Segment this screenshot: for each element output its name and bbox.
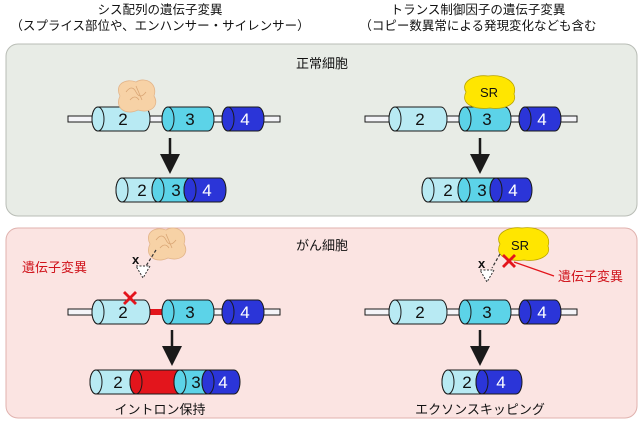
normal-cis-pre-mrna-exon-4-number: 4 [240, 110, 249, 129]
normal-cis-pre-mrna-exon-3-number: 3 [185, 110, 194, 129]
cancer-trans-pre-mrna-exon-2: 2 [388, 299, 448, 325]
normal-cis-mrna-exon-4: 4 [183, 177, 227, 203]
cancer-trans-mrna-exon-4-number: 4 [496, 373, 505, 392]
normal-cis-mrna-exon-2: 2 [115, 177, 165, 203]
cancer-trans-pre-mrna-exon-2-number: 2 [415, 303, 424, 322]
cancer-cis-pre-mrna-intron-mid [144, 309, 168, 315]
cancer-cis-pre-mrna-exon-4-number: 4 [240, 303, 249, 322]
normal-trans-pre-mrna-exon-3-number: 3 [482, 110, 491, 129]
cancer-cis-pre-mrna-exon-4: 4 [221, 299, 265, 325]
normal-cell-title: 正常細胞 [296, 57, 348, 72]
exon-skipping-caption: エクソンスキッピング [415, 403, 545, 418]
cancer-trans-pre-mrna-exon-4: 4 [518, 299, 562, 325]
normal-trans-mrna-exon-3-number: 3 [477, 181, 486, 200]
normal-trans-pre-mrna-exon-2-number: 2 [415, 110, 424, 129]
normal-trans-mrna-exon-4-number: 4 [508, 181, 517, 200]
mutation-label-cis: 遺伝子変異 [22, 260, 87, 276]
normal-cis-mrna-exon-3-number: 3 [171, 181, 180, 200]
normal-cis-mrna-exon-2-number: 2 [137, 181, 146, 200]
normal-cis-pre-mrna-exon-4: 4 [221, 106, 265, 132]
cis-column-title: シス配列の遺伝子変異 [97, 2, 222, 17]
normal-cis-pre-mrna-exon-2-number: 2 [118, 110, 127, 129]
cancer-cis-mrna-exon-2-number: 2 [113, 373, 122, 392]
cancer-trans-pre-mrna-exon-3-number: 3 [482, 303, 491, 322]
blocked-binding-trans: x [478, 253, 501, 283]
intron-retention-caption: イントロン保持 [114, 403, 205, 418]
cancer-trans-pre-mrna-exon-3: 3 [458, 299, 512, 325]
trans-column-title: トランス制御因子の遺伝子変異 [391, 2, 566, 17]
mutation-label-trans: 遺伝子変異 [558, 269, 623, 285]
normal-trans-mrna-exon-4: 4 [489, 177, 533, 203]
normal-trans-mrna-exon-2: 2 [421, 177, 471, 203]
sr-label-cancer: SR [511, 238, 529, 253]
sr-protein-cancer: SR [498, 227, 550, 261]
cancer-cis-pre-mrna-exon-3-number: 3 [185, 303, 194, 322]
cancer-trans-mrna-exon-2-number: 2 [462, 373, 471, 392]
normal-cis-pre-mrna-exon-3: 3 [161, 106, 215, 132]
normal-cis-mrna-exon-4-number: 4 [202, 181, 211, 200]
normal-cis-pre-mrna-exon-2: 2 [91, 106, 151, 132]
sr-protein-normal: SR [464, 75, 516, 109]
cancer-cis-mrna-exon-3-number: 3 [191, 373, 200, 392]
cancer-trans-pre-mrna-exon-4-number: 4 [537, 303, 546, 322]
normal-trans-pre-mrna-exon-3: 3 [458, 106, 512, 132]
x-mark-trans: x [478, 256, 486, 271]
cancer-cis-mrna-exon-4: 4 [201, 369, 241, 395]
normal-trans-pre-mrna-exon-4: 4 [518, 106, 562, 132]
trans-column-subtitle: （コピー数異常による発現変化なども含む [359, 18, 596, 33]
enhancer-element-normal [118, 79, 157, 113]
normal-trans-pre-mrna-exon-4-number: 4 [537, 110, 546, 129]
blocked-binding-cis: x [132, 249, 157, 279]
cancer-cis-pre-mrna-exon-3: 3 [161, 299, 215, 325]
mutation-cross-cis [123, 291, 137, 305]
cancer-cis-mrna-exon-2: 2 [89, 369, 143, 395]
normal-trans-mrna-exon-2-number: 2 [443, 181, 452, 200]
cancer-trans-mrna-exon-4: 4 [475, 369, 523, 395]
cancer-cis-pre-mrna-exon-2: 2 [91, 299, 151, 325]
enhancer-element-cancer [148, 227, 187, 261]
cancer-cell-title: がん細胞 [296, 239, 348, 254]
cancer-cis-mrna-exon-4-number: 4 [218, 373, 227, 392]
mutation-cross-trans [502, 254, 555, 277]
x-mark-cis: x [132, 252, 140, 267]
normal-trans-pre-mrna-exon-2: 2 [388, 106, 448, 132]
cancer-cis-pre-mrna-exon-2-number: 2 [118, 303, 127, 322]
sr-label-normal: SR [480, 85, 498, 100]
cis-column-subtitle: （スプライス部位や、エンハンサー・サイレンサー） [10, 18, 309, 33]
